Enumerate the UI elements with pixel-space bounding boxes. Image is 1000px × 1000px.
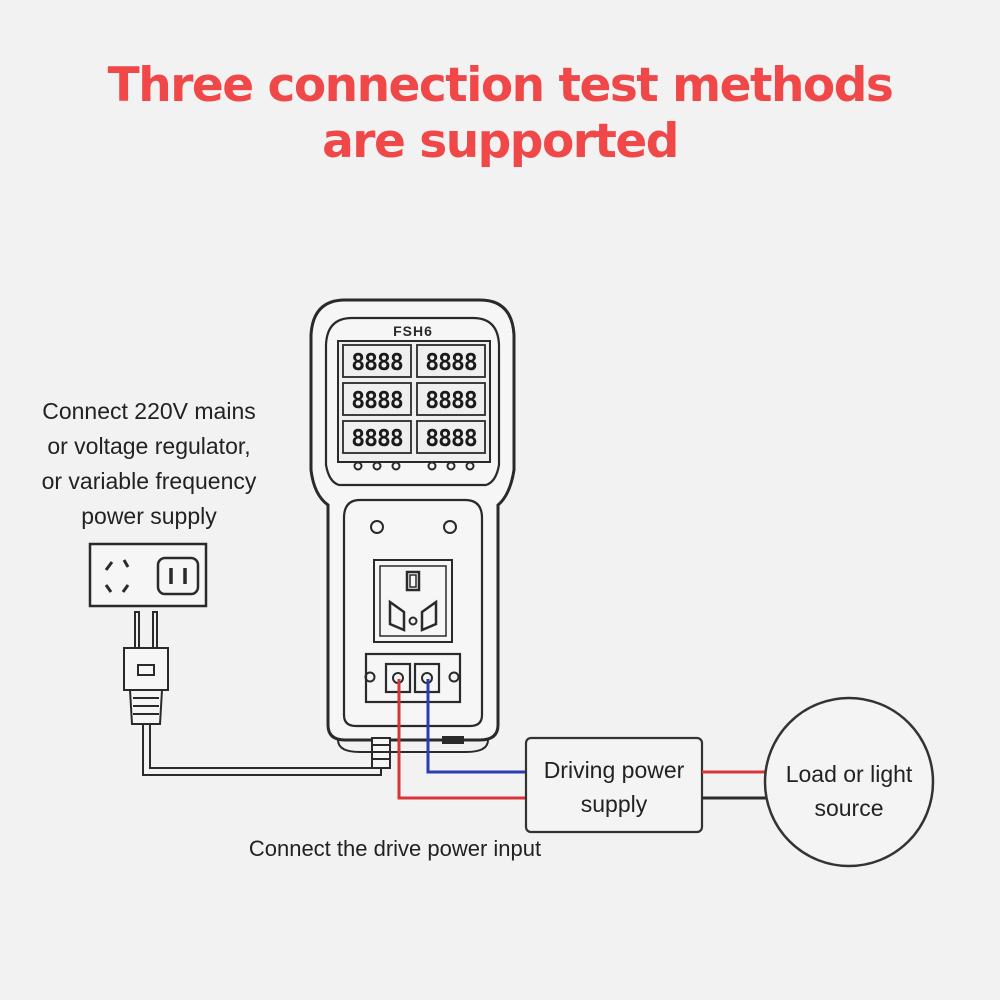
display-reading: 8888 — [425, 350, 477, 376]
device-cord-strain-relief — [371, 737, 391, 769]
title-line-2: are supported — [322, 114, 679, 169]
mains-label-line: power supply — [81, 503, 217, 529]
driver-label-line: Driving power — [543, 757, 685, 783]
load-light-source-label: Load or light source — [766, 757, 932, 825]
display-grid: 8888 8888 8888 8888 8888 8888 — [342, 344, 486, 454]
power-plug-icon — [123, 611, 169, 725]
driving-power-supply-label: Driving power supply — [524, 753, 704, 821]
display-reading: 8888 — [351, 388, 403, 414]
page-title: Three connection test methods are suppor… — [0, 58, 1000, 170]
universal-outlet-icon — [373, 559, 453, 643]
driver-label-line: supply — [580, 791, 648, 817]
driver-input-wires — [397, 679, 526, 800]
blue-wire — [426, 679, 526, 774]
indicator-leds — [353, 461, 475, 471]
load-light-source-circle — [763, 696, 935, 868]
load-label-line: source — [814, 795, 884, 821]
display-cell: 8888 — [342, 382, 412, 416]
display-reading: 8888 — [425, 426, 477, 452]
mains-label-line: or variable frequency — [41, 468, 257, 494]
device-model-label: FSH6 — [393, 323, 433, 339]
display-cell: 8888 — [416, 420, 486, 454]
display-reading: 8888 — [351, 426, 403, 452]
wall-socket-icon — [88, 542, 208, 608]
terminal-connector-icon — [364, 652, 462, 704]
mains-label-line: Connect 220V mains — [42, 398, 256, 424]
display-cell: 8888 — [416, 344, 486, 378]
load-label-line: Load or light — [785, 761, 913, 787]
mains-label-line: or voltage regulator, — [47, 433, 251, 459]
display-reading: 8888 — [425, 388, 477, 414]
display-reading: 8888 — [351, 350, 403, 376]
mains-cable — [142, 724, 382, 776]
drive-power-input-label: Connect the drive power input — [248, 836, 542, 861]
driver-output-wires — [702, 770, 767, 800]
display-cell: 8888 — [342, 344, 412, 378]
mains-connection-label: Connect 220V mains or voltage regulator,… — [10, 394, 288, 534]
device-side-tab — [442, 736, 464, 744]
display-cell: 8888 — [342, 420, 412, 454]
display-panel — [337, 340, 491, 463]
red-wire — [397, 679, 526, 800]
driving-power-supply-box — [524, 736, 704, 834]
display-cell: 8888 — [416, 382, 486, 416]
title-line-1: Three connection test methods — [107, 58, 894, 113]
